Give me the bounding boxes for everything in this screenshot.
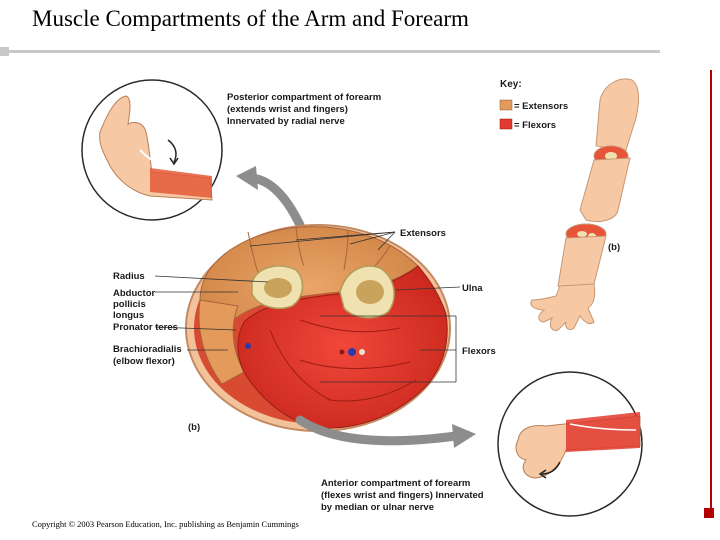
anterior-caption-line3: by median or ulnar nerve [321, 502, 434, 513]
anterior-grey-arrow [295, 415, 461, 446]
abductor-label-line3: longus [113, 310, 144, 321]
arm-hand [530, 283, 596, 331]
extensors-label: Extensors [400, 228, 446, 239]
key-swatch-flexors [499, 118, 513, 130]
posterior-caption-line3: Innervated by radial nerve [227, 116, 345, 127]
leader-lines [154, 231, 461, 383]
posterior-tendons [139, 149, 169, 169]
anterior-caption: Anterior compartment of forearm (flexes … [321, 478, 484, 513]
ulna-marrow [356, 280, 384, 304]
brachioradialis-label-line1: Brachioradialis [113, 344, 182, 355]
title-rule-marker [0, 47, 9, 56]
panel-b-label-main: (b) [188, 422, 200, 433]
posterior-grey-arrow [247, 173, 305, 230]
ulna-label: Ulna [462, 283, 483, 294]
posterior-grey-arrowhead [236, 166, 258, 190]
radius-marrow [264, 278, 292, 298]
brachioradialis-label-line2: (elbow flexor) [113, 356, 175, 367]
slide-title: Muscle Compartments of the Arm and Forea… [32, 6, 469, 31]
radial-nerve-dot [245, 343, 251, 349]
posterior-hand-illustration [99, 95, 213, 201]
key-label-flexors: = Flexors [514, 120, 556, 131]
anterior-inset [497, 371, 643, 517]
anterior-grey-arrowhead [452, 424, 476, 448]
abductor-label-line2: pollicis [113, 299, 146, 310]
posterior-inset [81, 79, 223, 221]
posterior-forearm-muscle [150, 168, 212, 198]
anterior-caption-line2: (flexes wrist and fingers) Innervated [321, 490, 484, 501]
posterior-caption: Posterior compartment of forearm (extend… [227, 92, 381, 127]
posterior-caption-line2: (extends wrist and fingers) [227, 104, 348, 115]
arm-illustration: (b) [530, 78, 640, 331]
anterior-caption-line1: Anterior compartment of forearm [321, 478, 470, 489]
copyright-notice: Copyright © 2003 Pearson Education, Inc.… [32, 519, 299, 529]
key-label-extensors: = Extensors [514, 101, 568, 112]
key-title: Key: [500, 79, 522, 90]
color-key: Key: = Extensors = Flexors [499, 79, 568, 131]
right-accent-marker [704, 508, 714, 518]
anterior-motion-arrow-icon [541, 461, 561, 475]
forearm-cross-section [185, 224, 451, 432]
panel-b-label-arm: (b) [608, 242, 620, 253]
upper-arm-segment [595, 78, 640, 151]
right-accent-rule [710, 70, 712, 515]
median-nerve-dot [348, 348, 356, 356]
pronator-label: Pronator teres [113, 322, 178, 333]
mid-arm-segment [579, 157, 631, 223]
key-swatch-extensors [499, 99, 513, 111]
posterior-caption-line1: Posterior compartment of forearm [227, 92, 381, 103]
posterior-motion-arrow-icon [167, 139, 177, 163]
title-rule [8, 50, 660, 53]
abductor-label-line1: Abductor [113, 288, 156, 299]
flexors-label: Flexors [462, 346, 496, 357]
anterior-forearm-muscle [566, 412, 640, 452]
extensor-muscle-group [199, 226, 419, 350]
radius-label: Radius [113, 271, 145, 282]
